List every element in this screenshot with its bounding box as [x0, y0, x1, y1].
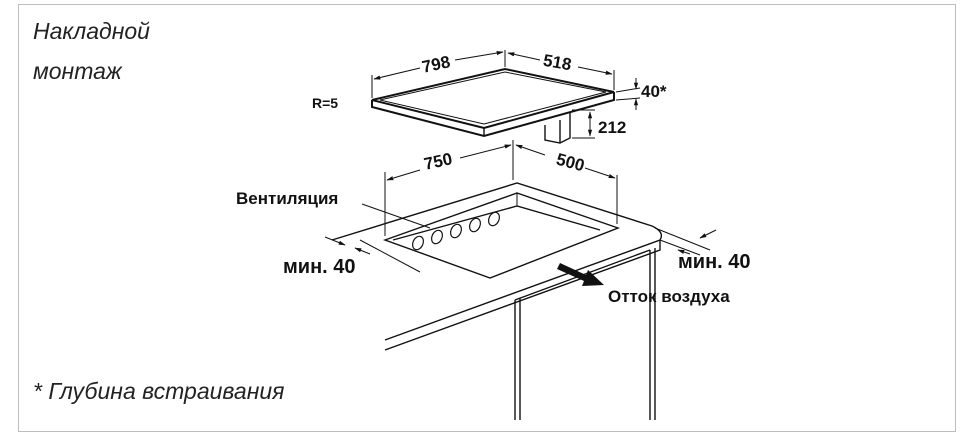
- hob-dimensions: [371, 50, 641, 139]
- air-outflow-label: Отток воздуха: [608, 287, 730, 306]
- cutout-dimensions: [324, 140, 717, 273]
- ventilation-label: Вентиляция: [236, 189, 339, 208]
- min-left-label: мин. 40: [283, 256, 356, 278]
- min-right-label: мин. 40: [678, 251, 751, 273]
- box-height-label: 212: [598, 118, 627, 137]
- airflow-arrow: [557, 263, 604, 286]
- radius-label: R=5: [312, 95, 339, 111]
- frame: [18, 4, 956, 432]
- title-line2: монтаж: [33, 58, 122, 84]
- hob-height-label: 40*: [641, 82, 667, 101]
- hob: [371, 67, 615, 144]
- vent-holes: [411, 211, 501, 251]
- footnote: * Глубина встраивания: [33, 378, 285, 404]
- title-line1: Накладной: [33, 18, 150, 44]
